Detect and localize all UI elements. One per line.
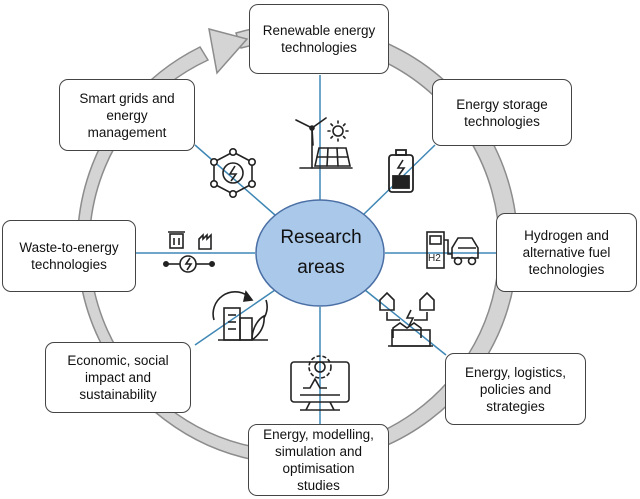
hydrogen-station-car-icon: H2 xyxy=(426,231,479,269)
box-modelling-simulation: Energy, modelling, simulation and optimi… xyxy=(248,424,389,496)
svg-text:H2: H2 xyxy=(428,253,441,264)
box-logistics-policies: Energy, logistics, policies and strategi… xyxy=(445,353,586,425)
ring-arrowhead xyxy=(208,27,249,75)
box-economic-social: Economic, social impact and sustainabili… xyxy=(45,342,191,413)
center-ellipse xyxy=(255,199,385,307)
box-renewable-energy: Renewable energy technologies xyxy=(249,4,389,74)
box-energy-storage: Energy storage technologies xyxy=(432,79,572,146)
connector-logistics xyxy=(364,289,447,356)
box-smart-grids: Smart grids and energy management xyxy=(59,79,195,151)
box-hydrogen-fuel: Hydrogen and alternative fuel technologi… xyxy=(496,213,637,292)
monitor-gear-icon xyxy=(290,355,350,411)
connector-smartgrid xyxy=(194,144,276,216)
battery-icon xyxy=(388,149,414,193)
box-waste-to-energy: Waste-to-energy technologies xyxy=(2,220,136,292)
houses-network-icon xyxy=(379,291,435,347)
center-label: Research areas xyxy=(280,227,362,278)
city-recycle-icon xyxy=(212,290,268,341)
connector-economic xyxy=(194,289,276,346)
waste-energy-icon xyxy=(163,231,216,273)
solar-wind-icon xyxy=(295,117,353,169)
smart-grid-icon xyxy=(210,148,257,199)
